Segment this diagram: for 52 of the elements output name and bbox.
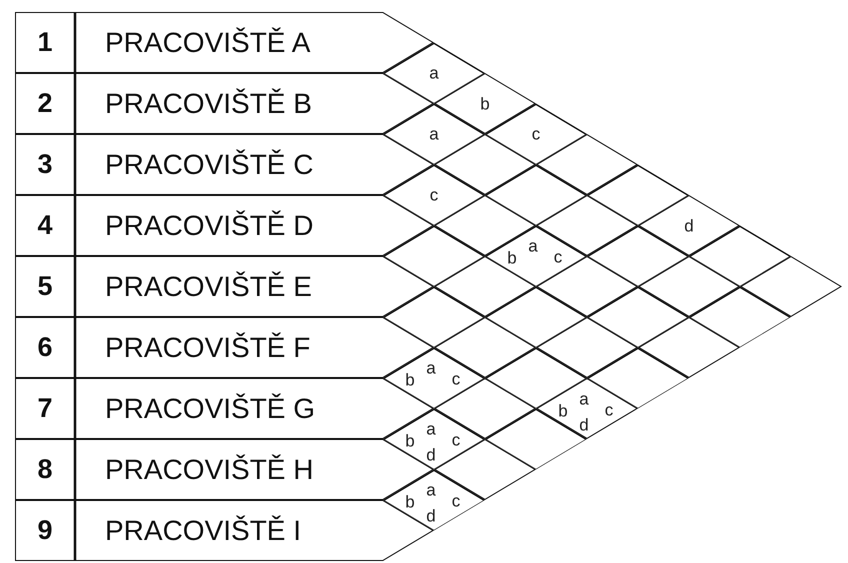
matrix-cell [587,286,689,348]
relation-letter: c [430,186,438,204]
workplace-name: PRACOVIŠTĚ E [105,270,312,302]
relation-letter: d [684,217,694,234]
matrix-cell [740,256,842,317]
row-number: 3 [36,149,54,180]
workplace-name: PRACOVIŠTĚ D [105,210,314,242]
matrix-cell [638,317,740,378]
relation-letter: a [426,420,436,438]
row-number: 9 [36,515,54,546]
relation-letter: d [426,446,436,464]
matrix-cell [485,286,587,348]
relation-letter: b [405,494,415,510]
relation-letter: c [452,370,460,388]
row-number: 5 [36,271,54,302]
relation-letter: d [579,416,589,433]
relation-letter: a [429,64,439,82]
row-number: 2 [36,88,54,119]
relation-letter: b [405,432,415,450]
workplace-name: PRACOVIŠTĚ B [105,88,312,120]
row-number: 6 [36,332,54,363]
relation-letter: a [426,482,436,498]
relation-letter: b [507,250,517,266]
relation-letter: a [579,390,589,407]
relation-letter: a [429,126,439,142]
relation-letter: b [480,95,490,112]
relation-letter: b [558,402,568,419]
relation-letter: c [532,126,540,142]
workplace-name: PRACOVIŠTĚ I [105,514,302,546]
workplace-name: PRACOVIŠTĚ C [105,148,314,180]
matrix-cell [383,286,485,348]
matrix-cell [638,256,740,317]
workplace-name: PRACOVIŠTĚ A [105,26,310,58]
matrix-cell [485,164,587,226]
relation-letter: a [426,360,436,376]
relation-letter: c [452,432,460,448]
matrix-cell [536,317,638,378]
row-number: 7 [36,393,54,424]
row-number: 1 [36,27,54,58]
relation-letter: b [405,372,415,388]
row-number: 4 [36,210,54,241]
relation-letter: c [452,492,460,510]
workplace-name: PRACOVIŠTĚ H [105,454,314,486]
relation-letter: a [528,238,538,254]
matrix-cell [383,226,485,286]
row-number: 8 [36,454,54,485]
relation-letter: d [426,508,436,524]
workplace-name: PRACOVIŠTĚ G [105,392,316,424]
workplace-name: PRACOVIŠTĚ F [105,332,310,364]
relation-letter: c [604,401,614,418]
matrix-cell [689,286,791,348]
relation-letter: c [554,248,562,266]
